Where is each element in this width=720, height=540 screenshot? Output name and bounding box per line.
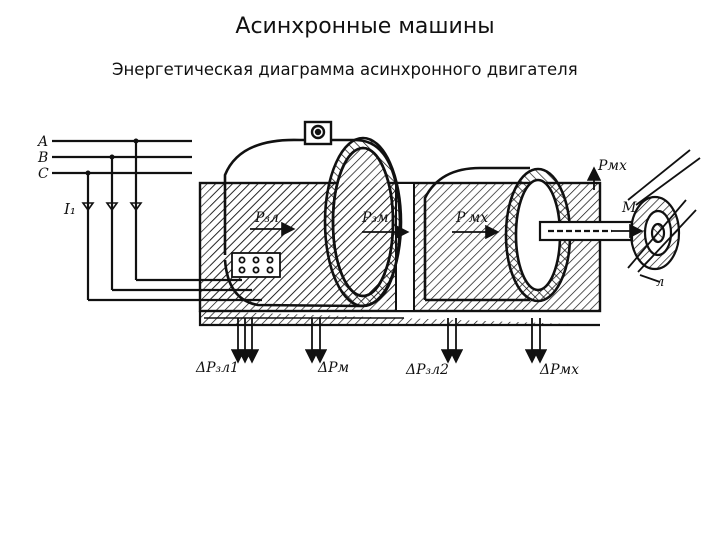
label-moment: M xyxy=(621,200,637,216)
label-p-el: P₃л xyxy=(254,210,279,226)
phase-label-a: A xyxy=(36,134,48,150)
loss-label-mag: ΔPм xyxy=(317,360,349,376)
page-title: Асинхронные машины xyxy=(235,14,495,39)
phase-junctions xyxy=(81,138,143,212)
pulley xyxy=(627,149,701,283)
label-p-em: P₃м xyxy=(361,210,389,226)
phase-label-c: C xyxy=(38,166,49,182)
loss-label-el2: ΔP₃л2 xyxy=(405,362,449,378)
terminal-box xyxy=(231,252,281,278)
phase-label-b: B xyxy=(37,150,48,166)
label-rotor-mark: л xyxy=(656,275,664,290)
loss-arrows xyxy=(230,318,548,364)
page-subtitle: Энергетическая диаграмма асинхронного дв… xyxy=(112,60,578,79)
rotor-cylinder xyxy=(423,166,572,303)
power-flow-arrows xyxy=(250,166,644,240)
shaft xyxy=(538,220,634,242)
label-p-mech-out: Pмх xyxy=(597,158,627,174)
lifting-eye xyxy=(303,120,333,146)
label-p-mech: P′мх xyxy=(455,210,488,226)
loss-label-el1: ΔP₃л1 xyxy=(195,360,239,376)
loss-label-mech: ΔPмх xyxy=(539,362,579,378)
stator-cylinder xyxy=(210,136,403,308)
current-label: I₁ xyxy=(63,200,76,218)
